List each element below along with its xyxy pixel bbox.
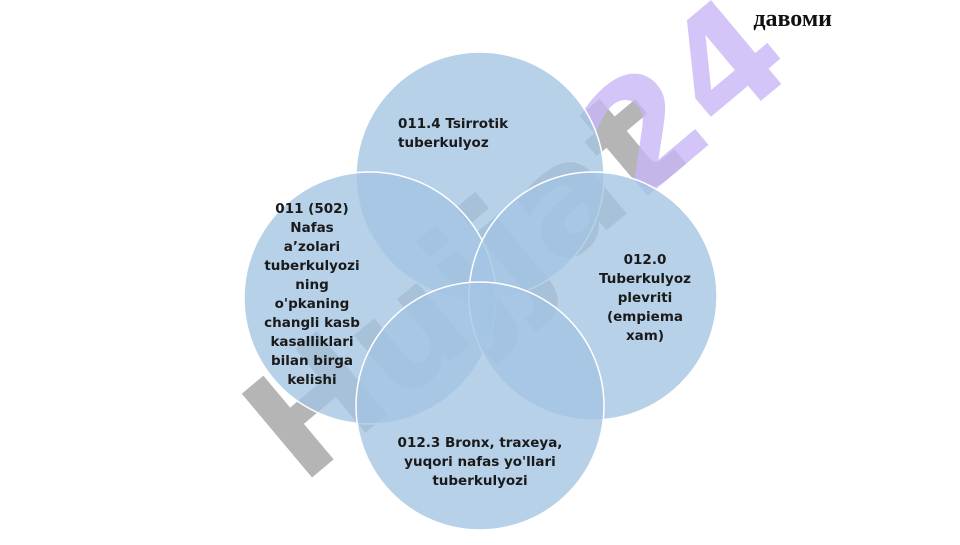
page-title: давоми (753, 6, 832, 32)
circle-label-bottom: 012.3 Bronx, traxeya, yuqori nafas yo'll… (397, 435, 563, 489)
circle-label-right: 012.0 Tuberkulyoz plevriti (empiema xam) (599, 252, 691, 344)
circle-bottom (355, 281, 605, 531)
circle-label-left: 011 (502) Nafas a’zolari tuberkulyozi ni… (264, 201, 360, 388)
circle-label-top: 011.4 Tsirrotik tuberkulyoz (398, 116, 509, 151)
venn-circles (243, 51, 718, 531)
